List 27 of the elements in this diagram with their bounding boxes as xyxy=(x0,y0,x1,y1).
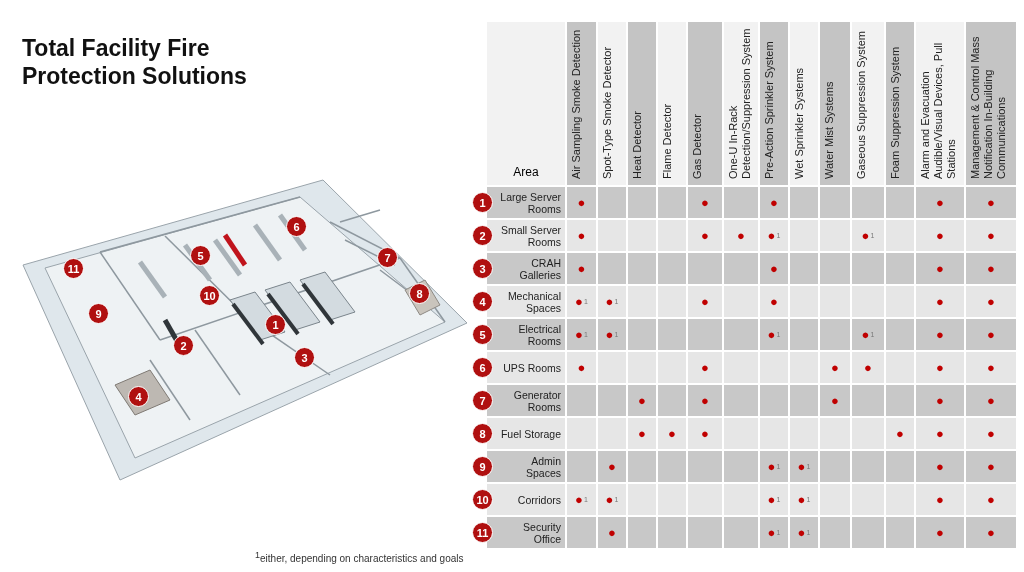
column-header: Heat Detector xyxy=(628,22,656,185)
row-header: UPS Rooms xyxy=(487,352,565,383)
column-header: Flame Detector xyxy=(658,22,686,185)
column-header: Gaseous Suppression System xyxy=(852,22,884,185)
column-header: Air Sampling Smoke Detection xyxy=(567,22,596,185)
footnote: $^{1}$either, depending on characteristics and goals xyxy=(255,550,465,565)
row-header: Mechanical Spaces xyxy=(487,286,565,317)
title: Total Facility Fire Protection Solutions xyxy=(22,34,248,90)
row-header: Large Server Rooms xyxy=(487,187,565,218)
column-header: One-U In-Rack Detection/Suppression System xyxy=(724,22,758,185)
column-header: Area xyxy=(487,22,565,185)
column-header: Alarm and Evacuation Audible/Visual Devices, Pull Stations xyxy=(916,22,964,185)
row-header: Electrical Rooms xyxy=(487,319,565,350)
column-header: Management & Control Mass Notification In-Building Communications xyxy=(966,22,1016,185)
column-header: Wet Sprinkler Systems xyxy=(790,22,818,185)
row-header: Corridors xyxy=(487,484,565,515)
row-header: Admin Spaces xyxy=(487,451,565,482)
column-header: Pre-Action Sprinkler System xyxy=(760,22,788,185)
row-header: Small Server Rooms xyxy=(487,220,565,251)
column-header: Foam Suppression System xyxy=(886,22,914,185)
row-header: Generator Rooms xyxy=(487,385,565,416)
column-header: Water Mist Systems xyxy=(820,22,850,185)
column-header: Gas Detector xyxy=(688,22,722,185)
column-header: Spot-Type Smoke Detector xyxy=(598,22,626,185)
row-header: Fuel Storage xyxy=(487,418,565,449)
row-header: Security Office xyxy=(487,517,565,548)
row-header: CRAH Galleries xyxy=(487,253,565,284)
